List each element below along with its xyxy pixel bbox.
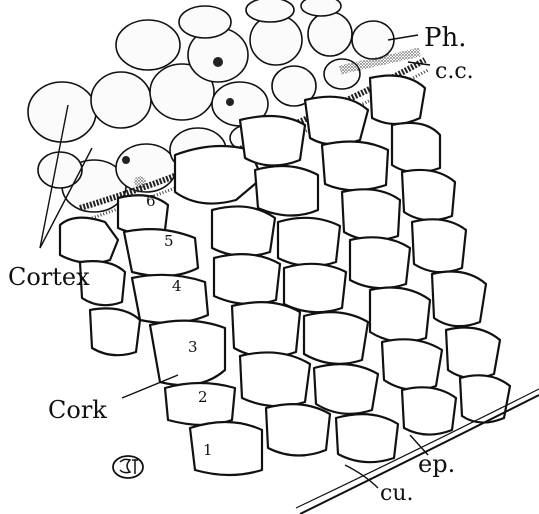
cork-layer-4: 4 — [172, 277, 182, 295]
cork-layer-2: 2 — [198, 388, 208, 406]
cork-layer-5: 5 — [164, 232, 174, 250]
label-epidermis: ep. — [418, 450, 455, 478]
label-companion-cells: c.c. — [435, 59, 474, 84]
cork-layer-3: 3 — [188, 338, 198, 356]
cork-layer-1: 1 — [203, 441, 213, 459]
label-cork: Cork — [48, 396, 107, 424]
label-cortex: Cortex — [8, 263, 90, 291]
label-cuticle: cu. — [380, 481, 413, 506]
cork-cells — [60, 76, 510, 475]
signature-monogram-icon — [113, 456, 143, 478]
cork-layer-6: 6 — [146, 192, 156, 210]
label-phloem: Ph. — [424, 23, 467, 53]
